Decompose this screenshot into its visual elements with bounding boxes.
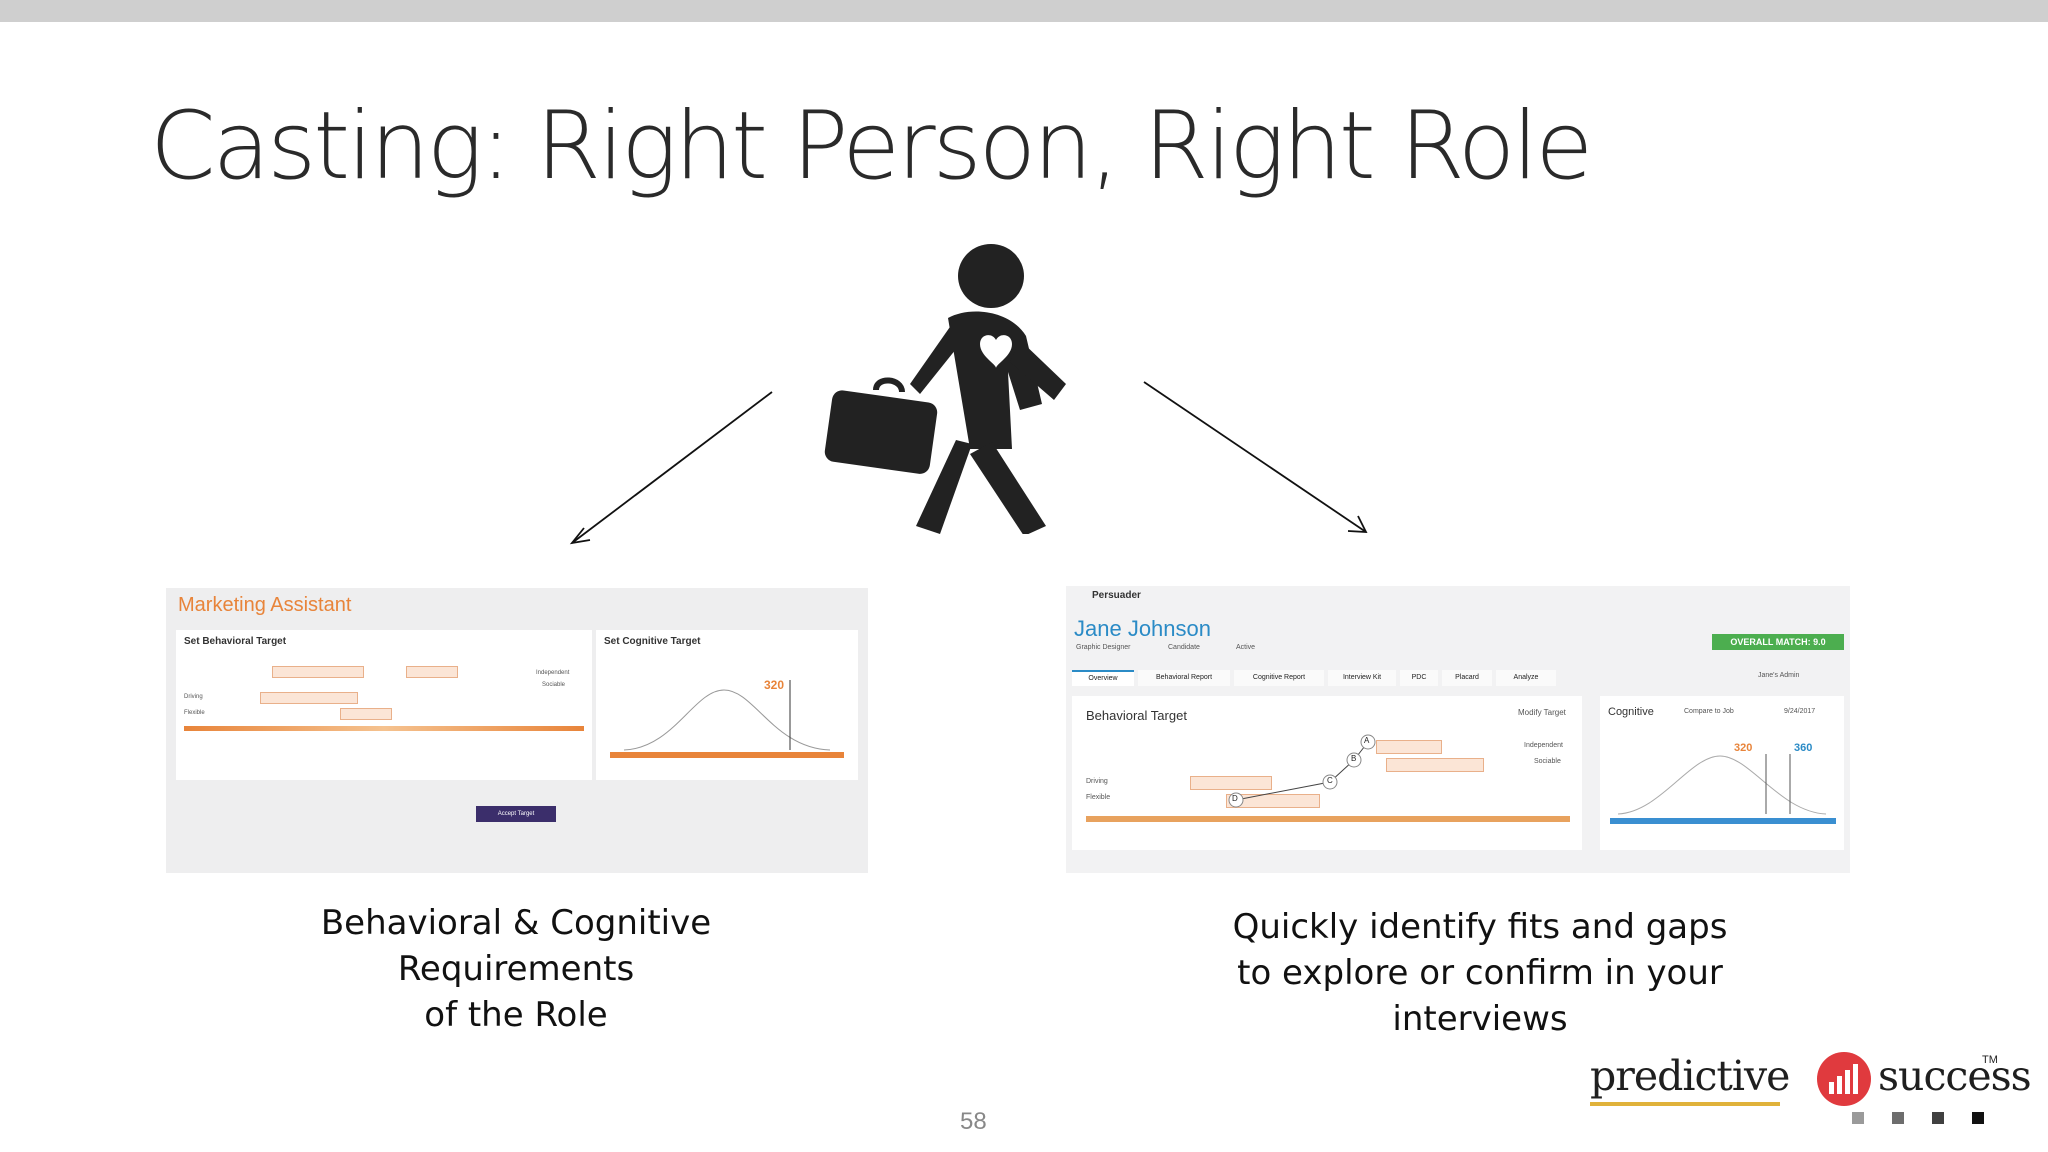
compare-to-job[interactable]: Compare to Job: [1684, 708, 1734, 715]
date-select[interactable]: 9/24/2017: [1784, 708, 1816, 715]
behavioral-target-card: Behavioral Target Modify Target A B C D …: [1072, 696, 1582, 850]
cognitive-card-title: Set Cognitive Target: [604, 636, 701, 647]
cognitive-score: 320: [764, 678, 785, 692]
company-logo: predictive success TM: [1590, 1052, 2032, 1132]
overall-match-badge: OVERALL MATCH: 9.0: [1712, 634, 1844, 650]
logo-square: [1892, 1112, 1904, 1124]
arrow-left-icon: [569, 391, 773, 545]
logo-squares: [1852, 1112, 1992, 1126]
logo-square: [1972, 1112, 1984, 1124]
cognitive-score-candidate: 360: [1794, 742, 1813, 754]
tab-overview[interactable]: Overview: [1072, 670, 1134, 686]
profile-type: Persuader: [1092, 590, 1141, 601]
left-caption: Behavioral & Cognitive Requirements of t…: [320, 903, 712, 1035]
logo-word-right: success: [1878, 1052, 2032, 1100]
marker-b: B: [1351, 754, 1357, 763]
left-screenshot: Marketing Assistant Set Behavioral Targe…: [166, 588, 868, 873]
behavioral-right-label: Independent: [536, 670, 570, 676]
tab-pdc[interactable]: PDC: [1400, 670, 1438, 686]
bar-chart-icon: [1817, 1052, 1871, 1106]
behavioral-left-label: Driving: [184, 694, 203, 700]
behavioral-target-card: Set Behavioral Target Driving Flexible I…: [176, 630, 592, 780]
marker-d: D: [1232, 794, 1238, 803]
tabs-bar: Overview Behavioral Report Cognitive Rep…: [1072, 670, 1842, 688]
cognitive-target-card: Set Cognitive Target 320: [596, 630, 858, 780]
behavioral-right-label: Independent: [1524, 742, 1563, 749]
cognitive-score-job: 320: [1734, 742, 1753, 754]
behavioral-left-label: Flexible: [184, 710, 205, 716]
top-bar: [0, 0, 2048, 22]
tab-cognitive-report[interactable]: Cognitive Report: [1234, 670, 1324, 686]
logo-underline: [1590, 1102, 1780, 1106]
candidate-meta: Graphic Designer: [1076, 644, 1131, 651]
accept-target-button[interactable]: Accept Target: [476, 806, 556, 822]
admin-menu[interactable]: Jane's Admin: [1758, 672, 1800, 679]
tab-analyze[interactable]: Analyze: [1496, 670, 1556, 686]
modify-target-link[interactable]: Modify Target: [1518, 708, 1566, 717]
behavioral-card-title: Behavioral Target: [1086, 708, 1187, 723]
page-number: 58: [960, 1108, 987, 1135]
job-title: Marketing Assistant: [178, 594, 352, 616]
marker-a: A: [1364, 736, 1370, 745]
heart-icon: [980, 335, 1012, 368]
logo-trademark: TM: [1982, 1054, 1998, 1066]
tab-interview-kit[interactable]: Interview Kit: [1328, 670, 1396, 686]
candidate-meta: Candidate: [1168, 644, 1200, 651]
businessman-walking-icon: [824, 244, 1066, 534]
right-screenshot: Persuader Jane Johnson Graphic Designer …: [1066, 586, 1850, 873]
behavioral-left-label: Flexible: [1086, 794, 1111, 801]
candidate-meta: Active: [1236, 644, 1256, 651]
behavioral-right-label: Sociable: [542, 682, 566, 688]
right-caption: Quickly identify fits and gaps to explor…: [1232, 907, 1728, 1039]
logo-square: [1932, 1112, 1944, 1124]
slide-title: Casting: Right Person, Right Role: [150, 92, 1593, 201]
tab-behavioral-report[interactable]: Behavioral Report: [1138, 670, 1230, 686]
arrow-right-icon: [1143, 381, 1368, 533]
behavioral-right-label: Sociable: [1534, 758, 1561, 765]
logo-square: [1852, 1112, 1864, 1124]
cognitive-card: Cognitive Compare to Job 9/24/2017 320 3…: [1600, 696, 1844, 850]
cognitive-card-title: Cognitive: [1608, 706, 1654, 718]
logo-word-left: predictive: [1590, 1052, 1790, 1100]
behavioral-card-title: Set Behavioral Target: [184, 636, 287, 647]
marker-c: C: [1327, 776, 1333, 785]
candidate-name: Jane Johnson: [1074, 616, 1211, 641]
tab-placard[interactable]: Placard: [1442, 670, 1492, 686]
behavioral-left-label: Driving: [1086, 778, 1108, 785]
briefcase-icon: [824, 390, 938, 474]
